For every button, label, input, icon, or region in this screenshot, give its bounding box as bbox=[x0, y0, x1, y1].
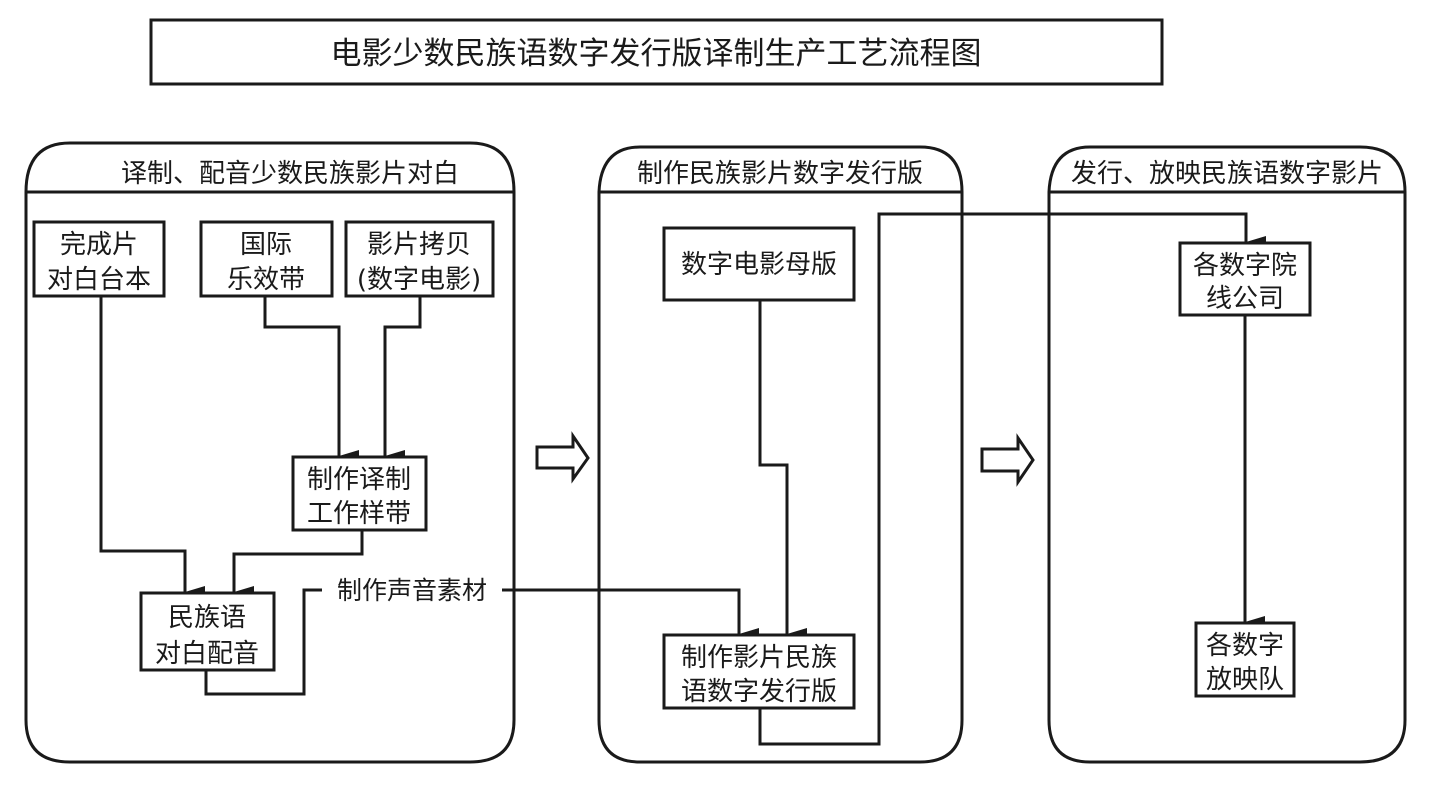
node-dialogue-script: 完成片 对白台本 bbox=[32, 220, 166, 298]
node-film-copy: 影片拷贝 (数字电影) bbox=[344, 220, 495, 298]
node-ethnic-dubbing: 民族语 对白配音 bbox=[139, 591, 276, 672]
edge-script-to-dub bbox=[99, 296, 205, 598]
edge-mne-to-sample bbox=[263, 296, 359, 462]
node-cinema-chains: 各数字院 线公司 bbox=[1178, 241, 1312, 317]
node-label: 制作译制 bbox=[307, 465, 411, 495]
connectors bbox=[99, 212, 1266, 746]
node-label: 制作影片民族 bbox=[681, 643, 837, 673]
node-label: 对白配音 bbox=[155, 639, 259, 669]
node-work-sample-tape: 制作译制 工作样带 bbox=[291, 455, 428, 532]
node-label: 放映队 bbox=[1206, 665, 1284, 695]
node-label: 对白台本 bbox=[47, 265, 151, 295]
node-digital-master: 数字电影母版 bbox=[662, 226, 856, 302]
node-label: 国际 bbox=[240, 230, 292, 260]
node-music-effects-track: 国际 乐效带 bbox=[199, 220, 334, 298]
edge-sample-to-dub bbox=[232, 530, 364, 598]
section-dubbing-label: 译制、配音少数民族影片对白 bbox=[121, 159, 459, 189]
node-label: 数字电影母版 bbox=[681, 250, 837, 280]
section-release-production-label: 制作民族影片数字发行版 bbox=[637, 159, 923, 189]
section-release-production: 制作民族影片数字发行版 bbox=[597, 145, 964, 764]
title-box: 电影少数民族语数字发行版译制生产工艺流程图 bbox=[149, 18, 1164, 86]
edge-copy-to-sample bbox=[383, 296, 422, 462]
edge-label-sound-material: 制作声音素材 bbox=[337, 576, 487, 605]
node-label: 影片拷贝 bbox=[367, 230, 471, 260]
diagram-title: 电影少数民族语数字发行版译制生产工艺流程图 bbox=[331, 36, 982, 72]
section-distribution-label: 发行、放映民族语数字影片 bbox=[1071, 159, 1383, 189]
node-label: 线公司 bbox=[1206, 284, 1284, 314]
node-label: 各数字 bbox=[1206, 631, 1284, 661]
node-release-version: 制作影片民族 语数字发行版 bbox=[662, 633, 856, 710]
hollow-arrow-2-to-3 bbox=[980, 433, 1035, 487]
node-label: 乐效带 bbox=[227, 265, 305, 295]
node-label: 语数字发行版 bbox=[681, 677, 837, 707]
edge-dub-to-soundlabel bbox=[204, 588, 322, 696]
node-label: 工作样带 bbox=[307, 499, 411, 529]
edge-release-to-chain bbox=[758, 212, 1266, 746]
node-label: 完成片 bbox=[60, 230, 138, 260]
section-distribution: 发行、放映民族语数字影片 bbox=[1047, 145, 1407, 764]
node-label: 各数字院 bbox=[1193, 251, 1297, 281]
node-label: 民族语 bbox=[168, 603, 246, 633]
hollow-arrow-1-to-2 bbox=[535, 431, 590, 484]
node-label: (数字电影) bbox=[357, 265, 481, 295]
node-projection-teams: 各数字 放映队 bbox=[1194, 621, 1296, 698]
section-dubbing: 译制、配音少数民族影片对白 bbox=[24, 141, 516, 764]
edge-soundlabel-to-release bbox=[502, 588, 759, 640]
edge-master-to-release bbox=[758, 300, 807, 640]
